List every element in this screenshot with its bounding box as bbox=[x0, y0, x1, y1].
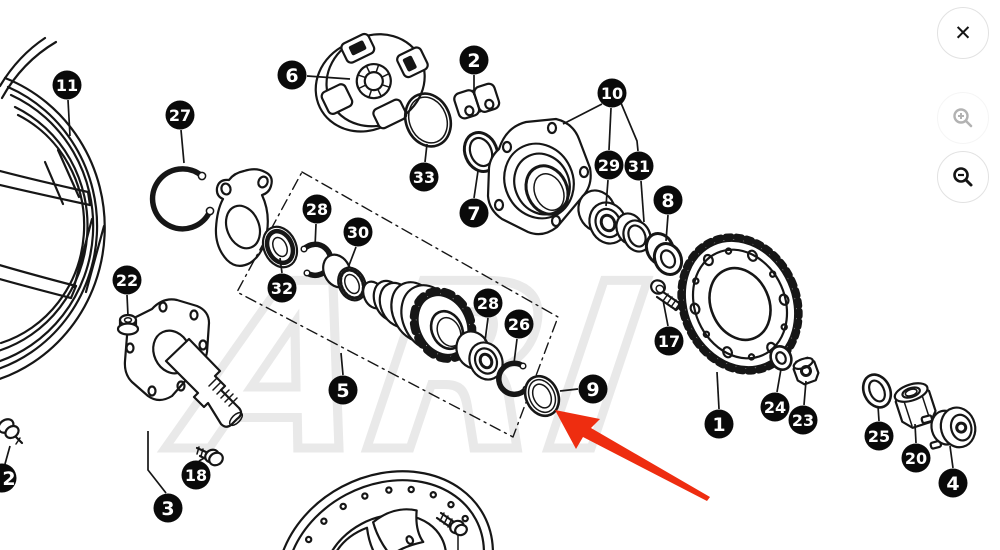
callout-2[interactable]: 2 bbox=[0, 445, 17, 493]
svg-text:18: 18 bbox=[185, 466, 207, 485]
rear-wheel bbox=[0, 36, 106, 381]
callout-22[interactable]: 22 bbox=[112, 265, 142, 317]
svg-text:1: 1 bbox=[712, 414, 725, 436]
seal-32 bbox=[261, 225, 299, 269]
subassembly-box-5 bbox=[236, 171, 559, 438]
callout-9[interactable]: 9 bbox=[559, 374, 608, 404]
zoom-in-button[interactable] bbox=[937, 92, 989, 144]
callout-8[interactable]: 8 bbox=[653, 185, 683, 242]
svg-text:27: 27 bbox=[169, 106, 191, 125]
watermark-text: ARI bbox=[156, 234, 662, 503]
svg-text:5: 5 bbox=[336, 380, 349, 402]
bearing-retainer-cover-10 bbox=[486, 117, 592, 236]
svg-text:28: 28 bbox=[306, 200, 328, 219]
svg-text:24: 24 bbox=[764, 398, 786, 417]
svg-text:8: 8 bbox=[661, 190, 674, 212]
magnifier-minus-icon bbox=[953, 167, 973, 187]
svg-text:10: 10 bbox=[601, 84, 623, 103]
callout-20[interactable]: 20 bbox=[901, 423, 931, 473]
bearing-28-outer bbox=[455, 330, 504, 381]
svg-text:32: 32 bbox=[271, 279, 293, 298]
callout-11[interactable]: 11 bbox=[52, 70, 82, 137]
svg-text:20: 20 bbox=[905, 449, 927, 468]
bolt-18 bbox=[195, 446, 224, 467]
seal-9-highlighted bbox=[523, 374, 561, 418]
svg-text:26: 26 bbox=[508, 315, 530, 334]
disc-bolt bbox=[435, 511, 468, 550]
callout-27[interactable]: 27 bbox=[165, 100, 195, 164]
svg-text:25: 25 bbox=[868, 427, 890, 446]
callout-5[interactable]: 5 bbox=[328, 352, 358, 405]
callout-10[interactable]: 10 bbox=[562, 78, 639, 152]
svg-text:11: 11 bbox=[56, 76, 78, 95]
highlight-arrow bbox=[555, 410, 710, 501]
svg-text:22: 22 bbox=[116, 271, 138, 290]
zoom-out-button[interactable] bbox=[937, 151, 989, 203]
callout-25[interactable]: 25 bbox=[864, 405, 894, 451]
close-button[interactable]: ✕ bbox=[937, 7, 989, 59]
seal-31 bbox=[615, 212, 652, 253]
nut-23 bbox=[792, 356, 820, 386]
needle-bearing-30 bbox=[322, 253, 367, 302]
callout-32[interactable]: 32 bbox=[267, 257, 297, 303]
callout-1[interactable]: 1 bbox=[704, 371, 734, 439]
retainer-plate bbox=[214, 168, 273, 267]
snap-ring-27 bbox=[149, 166, 215, 232]
svg-text:3: 3 bbox=[161, 498, 174, 520]
svg-text:17: 17 bbox=[658, 332, 680, 351]
close-x-icon: ✕ bbox=[954, 20, 972, 45]
callout-28[interactable]: 28 bbox=[473, 288, 503, 342]
callout-30[interactable]: 30 bbox=[343, 217, 373, 269]
svg-text:28: 28 bbox=[477, 294, 499, 313]
svg-text:6: 6 bbox=[285, 65, 298, 87]
adjusting-cap-4 bbox=[920, 406, 977, 450]
callout-2[interactable]: 2 bbox=[459, 45, 489, 96]
callout-3[interactable]: 3 bbox=[147, 431, 183, 523]
svg-text:2: 2 bbox=[2, 468, 15, 490]
final-driven-hub bbox=[362, 279, 477, 363]
partial-bolt-left-edge bbox=[0, 418, 24, 445]
svg-text:2: 2 bbox=[467, 50, 480, 72]
svg-text:29: 29 bbox=[598, 156, 620, 175]
adjuster-nut-22 bbox=[116, 313, 140, 336]
driven-sprocket-1 bbox=[677, 233, 803, 375]
callout-6[interactable]: 6 bbox=[277, 60, 351, 90]
washer-24 bbox=[769, 345, 793, 371]
callout-7[interactable]: 7 bbox=[459, 170, 489, 228]
svg-text:33: 33 bbox=[413, 168, 435, 187]
washer-25 bbox=[861, 373, 893, 409]
callout-24[interactable]: 24 bbox=[760, 368, 790, 422]
callout-18[interactable]: 18 bbox=[181, 456, 211, 490]
magnifier-plus-icon bbox=[953, 108, 973, 128]
callout-17[interactable]: 17 bbox=[654, 299, 684, 356]
collar-8 bbox=[644, 231, 684, 277]
callout-4[interactable]: 4 bbox=[938, 445, 968, 498]
callout-23[interactable]: 23 bbox=[788, 380, 818, 435]
callout-29[interactable]: 29 bbox=[594, 150, 624, 207]
callout-31[interactable]: 31 bbox=[624, 151, 654, 223]
svg-text:31: 31 bbox=[628, 157, 650, 176]
callout-33[interactable]: 33 bbox=[409, 143, 439, 192]
o-ring-33 bbox=[403, 92, 453, 148]
joint-piece-2 bbox=[453, 82, 501, 120]
svg-text:7: 7 bbox=[467, 203, 480, 225]
callout-28[interactable]: 28 bbox=[302, 194, 332, 248]
svg-text:30: 30 bbox=[347, 223, 369, 242]
callout-26[interactable]: 26 bbox=[504, 309, 534, 364]
svg-text:23: 23 bbox=[792, 411, 814, 430]
hub-damper-6 bbox=[314, 32, 429, 133]
svg-text:9: 9 bbox=[586, 379, 599, 401]
svg-text:4: 4 bbox=[946, 473, 959, 495]
rear-axle-3 bbox=[123, 298, 244, 428]
